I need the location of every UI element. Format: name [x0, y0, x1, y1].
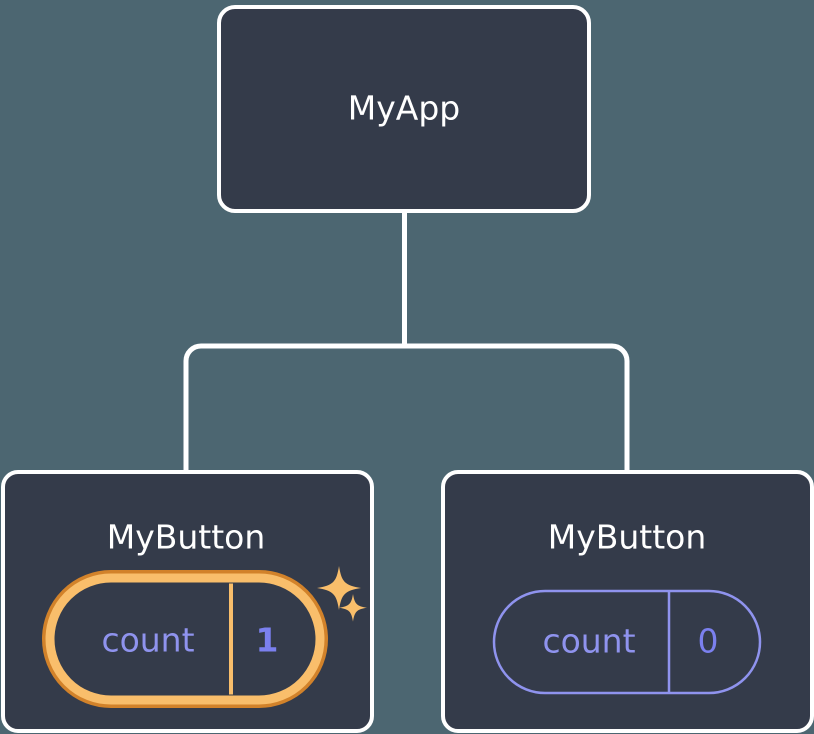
sparkle-group: [317, 566, 367, 622]
state-pill-left[interactable]: count 1: [42, 570, 328, 708]
connector-branch-right: [404, 343, 630, 472]
node-myapp-box: [217, 5, 591, 213]
connector-group: [183, 211, 630, 472]
state-pill-left-value: 1: [256, 621, 279, 660]
sparkle-large-icon: [317, 566, 361, 610]
sparkle-small-icon: [339, 594, 367, 622]
node-mybutton-right-title: MyButton: [548, 518, 707, 557]
state-pill-right-label: count: [542, 622, 635, 661]
state-pill-right-value: 0: [698, 622, 719, 661]
state-pill-left-inner-ring: [45, 573, 325, 705]
node-mybutton-left[interactable]: MyButton count 1: [1, 470, 374, 733]
node-myapp-title: MyApp: [348, 89, 460, 128]
state-pill-left-label: count: [101, 621, 194, 660]
state-pill-right-outline: [492, 589, 762, 695]
node-myapp[interactable]: MyApp: [217, 5, 591, 213]
state-pill-right[interactable]: count 0: [492, 589, 762, 695]
node-mybutton-right[interactable]: MyButton count 0: [441, 470, 814, 733]
node-mybutton-left-title: MyButton: [107, 518, 266, 557]
node-mybutton-right-box: [441, 470, 814, 733]
connector-branch-left: [183, 343, 405, 472]
